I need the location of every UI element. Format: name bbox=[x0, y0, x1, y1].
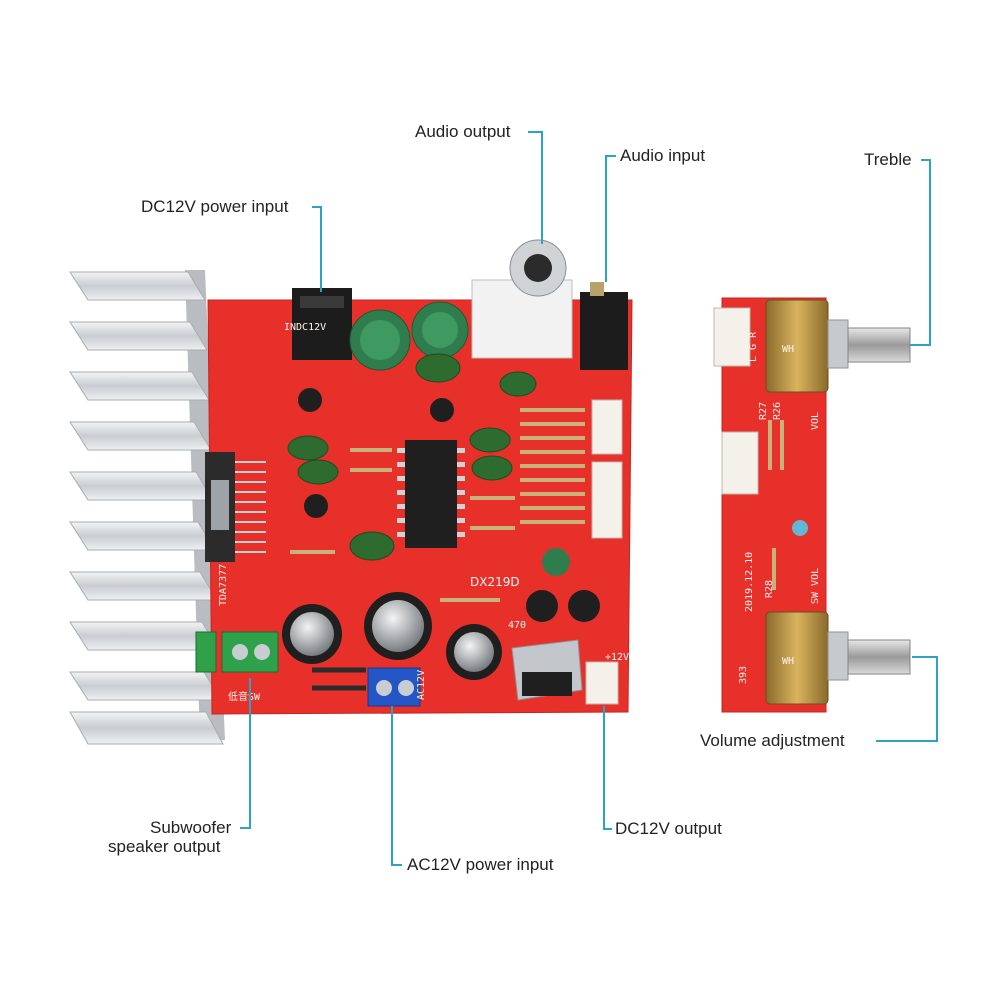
small-capacitors bbox=[298, 388, 600, 622]
silk-ac: AC12V bbox=[416, 670, 427, 700]
regulator bbox=[511, 639, 583, 701]
silk-sw: 低音SW bbox=[228, 690, 261, 703]
filter-capacitors bbox=[282, 592, 502, 680]
silk-cap-value: 470 bbox=[508, 620, 526, 631]
pot-label-bottom: WH bbox=[782, 656, 794, 667]
leader-volume bbox=[876, 656, 938, 742]
tda7377-chip bbox=[205, 452, 266, 562]
callout-ac12v-power-input: AC12V power input bbox=[407, 855, 554, 874]
subwoofer-terminal bbox=[195, 631, 279, 673]
callout-dc12v-output: DC12V output bbox=[615, 819, 722, 838]
diodes bbox=[312, 667, 366, 691]
treble-potentiometer: WH bbox=[765, 299, 911, 393]
volume-board: WH WH 2019.12.10 VOL SW VOL R27 R26 R28 … bbox=[713, 297, 911, 713]
callout-audio-output: Audio output bbox=[415, 122, 511, 141]
leader-dc12v-input bbox=[312, 206, 322, 292]
callout-subwoofer-line2: speaker output bbox=[108, 837, 221, 856]
silk-date: 2019.12.10 bbox=[744, 552, 755, 612]
resistor-bank bbox=[290, 408, 585, 602]
leader-ac12v-input bbox=[391, 706, 402, 866]
silk-r26: R26 bbox=[772, 402, 783, 420]
top-capacitors bbox=[349, 301, 469, 371]
silk-dc-jack: INDC12V bbox=[284, 322, 326, 333]
leader-lines bbox=[240, 131, 938, 866]
callout-audio-input: Audio input bbox=[620, 146, 706, 165]
silk-lgr: L G R bbox=[748, 331, 759, 362]
leader-audio-output bbox=[528, 131, 543, 244]
ic-chip bbox=[397, 440, 465, 548]
callout-dc12v-power-input: DC12V power input bbox=[141, 197, 289, 216]
leader-treble bbox=[910, 159, 931, 346]
silk-dc-out: +12V bbox=[605, 652, 629, 663]
silk-r28: R28 bbox=[764, 580, 775, 598]
callout-treble: Treble bbox=[864, 150, 912, 169]
film-capacitors bbox=[287, 353, 537, 561]
ac-power-terminal bbox=[367, 667, 421, 707]
silk-model: DX219D bbox=[470, 575, 520, 589]
heatsink bbox=[69, 270, 225, 745]
dc-power-jack bbox=[292, 288, 352, 360]
callout-volume-adjustment: Volume adjustment bbox=[700, 731, 845, 750]
main-pcb: DX219D TDA7377 INDC12V AC12V 低音SW +12V 4… bbox=[195, 239, 633, 715]
rca-audio-output-jack bbox=[471, 239, 573, 359]
audio-input-jack bbox=[580, 282, 628, 370]
heatsink-fins bbox=[69, 271, 224, 745]
volume-potentiometer: WH bbox=[765, 611, 911, 705]
silk-393: 393 bbox=[738, 666, 749, 684]
callout-subwoofer-line1: Subwoofer bbox=[150, 818, 232, 837]
silk-vol: VOL bbox=[810, 412, 821, 430]
leader-dc12v-output bbox=[603, 706, 612, 830]
leader-subwoofer bbox=[240, 678, 251, 829]
pot-label-top: WH bbox=[782, 344, 794, 355]
board-connectors bbox=[585, 399, 623, 705]
silk-sw-vol: SW VOL bbox=[810, 568, 821, 604]
silk-r27: R27 bbox=[758, 402, 769, 420]
volume-board-resistors bbox=[768, 420, 784, 590]
silk-amp-chip: TDA7377 bbox=[218, 564, 229, 606]
leader-audio-input bbox=[605, 155, 616, 282]
